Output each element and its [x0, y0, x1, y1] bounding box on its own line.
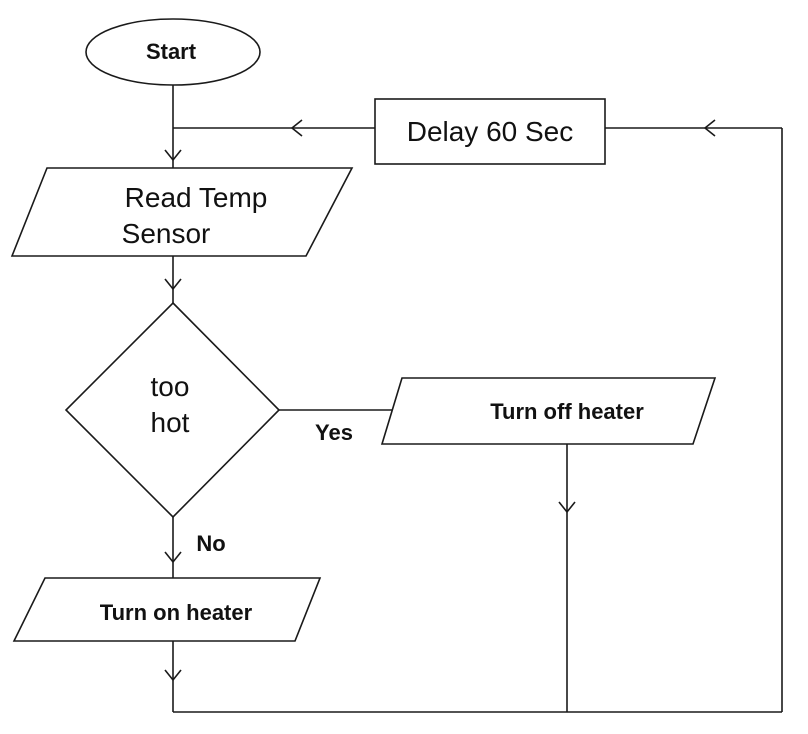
read-sensor-label-line2: Sensor: [122, 218, 211, 249]
arrow-down-turnon: [164, 669, 182, 682]
start-label: Start: [146, 39, 197, 64]
decision-node: [64, 301, 281, 519]
read-sensor-label-line1: Read Temp: [125, 182, 268, 213]
decision-label-line1: too: [151, 371, 190, 402]
arrow-down-to-turnon: [164, 551, 182, 564]
start-node: [85, 18, 261, 86]
arrow-down-turnoff: [558, 501, 576, 514]
arrow-left-to-delay: [703, 119, 716, 137]
turn-on-heater-label: Turn on heater: [100, 600, 253, 625]
delay-node: [374, 98, 606, 165]
arrow-down-to-decision: [164, 278, 182, 291]
arrow-left-to-main: [290, 119, 303, 137]
decision-label-line2: hot: [151, 407, 190, 438]
turn-off-heater-label: Turn off heater: [490, 399, 644, 424]
turn-off-heater-node: [380, 377, 717, 445]
turn-on-heater-node: [12, 577, 322, 642]
delay-label: Delay 60 Sec: [407, 116, 574, 147]
yes-label: Yes: [315, 420, 353, 445]
arrow-down-to-read: [164, 149, 182, 162]
no-label: No: [196, 531, 225, 556]
read-sensor-node: [10, 167, 354, 257]
